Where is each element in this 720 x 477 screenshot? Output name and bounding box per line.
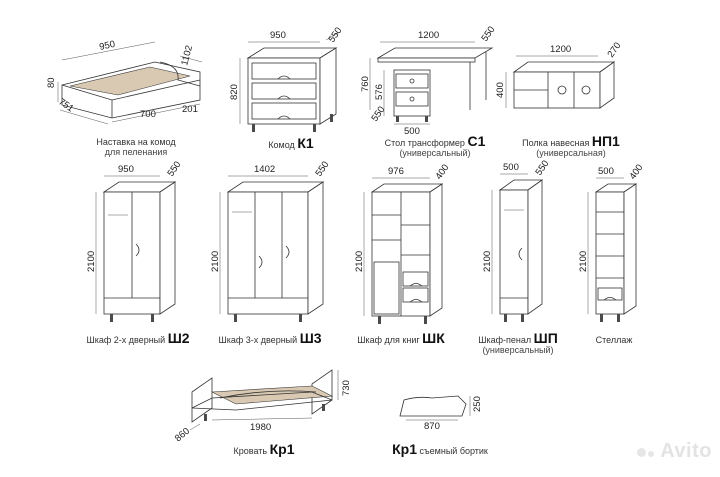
caption-sh2-label: Шкаф 2-х дверный	[86, 335, 166, 345]
caption-sh2-code: Ш2	[167, 330, 190, 346]
dim-sh2-2: 2100	[86, 251, 97, 272]
caption-k1-label: Комод	[268, 140, 295, 150]
dim-kr1-1: 730	[341, 380, 352, 396]
dim-nastavka-4: 700	[140, 109, 156, 120]
drawing-np1: 1200 270 400	[495, 40, 624, 109]
dim-nastavka-1: 1102	[179, 44, 195, 67]
dim-kr1-0: 1980	[250, 422, 271, 433]
caption-kr1: Кровать Кр1	[224, 441, 304, 457]
caption-k1: Комод К1	[246, 135, 336, 151]
dim-nastavka-2: 80	[46, 77, 57, 88]
caption-nastavka: Наставка на комод для пеленания	[76, 137, 196, 157]
caption-s1-code: С1	[467, 133, 486, 149]
caption-shp-label: Шкаф-пенал	[478, 335, 532, 345]
caption-bortik-label: съемный бортик	[419, 446, 488, 456]
dim-stellazh-0: 500	[598, 166, 614, 177]
caption-shk-label: Шкаф для книг	[357, 335, 420, 345]
dim-sh3-2: 2100	[210, 251, 221, 272]
caption-s1-sub: (универсальный)	[399, 148, 471, 158]
dim-k1-0: 950	[270, 30, 286, 41]
caption-shp-sub: (универсальный)	[482, 345, 554, 355]
dim-shk-0: 976	[388, 166, 404, 177]
drawing-sh3: 1402 550 2100	[210, 159, 332, 322]
dim-k1-2: 820	[229, 84, 240, 100]
drawing-sh2: 950 550 2100	[86, 159, 184, 322]
dim-shk-2: 2100	[354, 251, 365, 272]
drawing-kr1: 1980 730 860	[173, 369, 352, 445]
drawing-s1: 1200 550 760 576 550 500	[360, 24, 498, 137]
dim-sh3-1: 550	[313, 159, 331, 178]
caption-sh3-label: Шкаф 3-х дверный	[218, 335, 298, 345]
caption-stellazh-label: Стеллаж	[595, 335, 633, 345]
dim-nastavka-0: 950	[98, 39, 116, 53]
dim-s1-3: 576	[374, 84, 385, 100]
caption-nastavka-sub: для пеленания	[104, 147, 168, 157]
dim-sh2-0: 950	[118, 164, 134, 175]
dim-bortik-0: 250	[472, 396, 483, 412]
drawing-shp: 500 550 2100	[482, 158, 552, 322]
dim-np1-1: 270	[605, 40, 623, 59]
caption-bortik: Кр1 съемный бортик	[380, 441, 500, 457]
dim-sh2-1: 550	[165, 159, 183, 178]
caption-bortik-code: Кр1	[392, 441, 418, 457]
dim-s1-5: 500	[404, 126, 420, 137]
dim-kr1-2: 860	[173, 426, 192, 445]
watermark-text: Avito	[660, 440, 712, 462]
dim-nastavka-5: 201	[182, 104, 198, 115]
dim-np1-0: 1200	[550, 44, 571, 55]
drawing-nastavka: 950 1102 80 751 700 201	[46, 39, 203, 125]
caption-np1-label: Полка навесная	[522, 138, 590, 148]
caption-np1-sub: (универсальная)	[536, 148, 606, 158]
caption-stellazh: Стеллаж	[584, 335, 644, 345]
dim-stellazh-1: 400	[627, 162, 645, 181]
caption-s1: Стол трансформер С1 (универсальный)	[374, 133, 496, 158]
drawing-shk: 976 400 2100	[354, 162, 452, 324]
dim-s1-0: 1200	[418, 30, 439, 41]
caption-sh2: Шкаф 2-х дверный Ш2	[86, 330, 190, 346]
dim-k1-1: 550	[326, 25, 344, 44]
caption-shp: Шкаф-пенал ШП (универсальный)	[470, 330, 566, 355]
dim-sh3-0: 1402	[254, 164, 275, 175]
dim-shp-0: 500	[503, 162, 519, 173]
dim-bortik-1: 870	[424, 421, 440, 432]
drawing-bortik: 870 250	[399, 395, 483, 432]
caption-sh3-code: Ш3	[299, 330, 322, 346]
caption-kr1-label: Кровать	[233, 446, 268, 456]
caption-shk-code: ШК	[422, 330, 445, 346]
caption-shk: Шкаф для книг ШК	[352, 330, 450, 346]
dim-shp-1: 550	[533, 158, 551, 177]
dim-shp-2: 2100	[482, 251, 493, 272]
dim-np1-2: 400	[495, 82, 506, 98]
caption-s1-label: Стол трансформер	[384, 138, 465, 148]
avito-watermark: Avito	[636, 440, 712, 463]
dim-s1-4: 550	[369, 104, 387, 123]
dim-s1-1: 550	[479, 24, 497, 43]
caption-k1-code: К1	[297, 135, 314, 151]
caption-np1: Полка навесная НП1 (универсальная)	[512, 133, 630, 158]
drawing-k1: 950 550 820	[229, 25, 345, 132]
dim-shk-1: 400	[433, 162, 451, 181]
dim-stellazh-2: 2100	[578, 251, 589, 272]
dim-s1-2: 760	[360, 76, 371, 92]
drawing-stellazh: 500 400 2100	[578, 162, 646, 322]
caption-kr1-code: Кр1	[269, 441, 295, 457]
caption-nastavka-label: Наставка на комод	[96, 137, 176, 147]
caption-np1-code: НП1	[591, 133, 620, 149]
caption-sh3: Шкаф 3-х дверный Ш3	[214, 330, 326, 346]
caption-shp-code: ШП	[533, 330, 558, 346]
